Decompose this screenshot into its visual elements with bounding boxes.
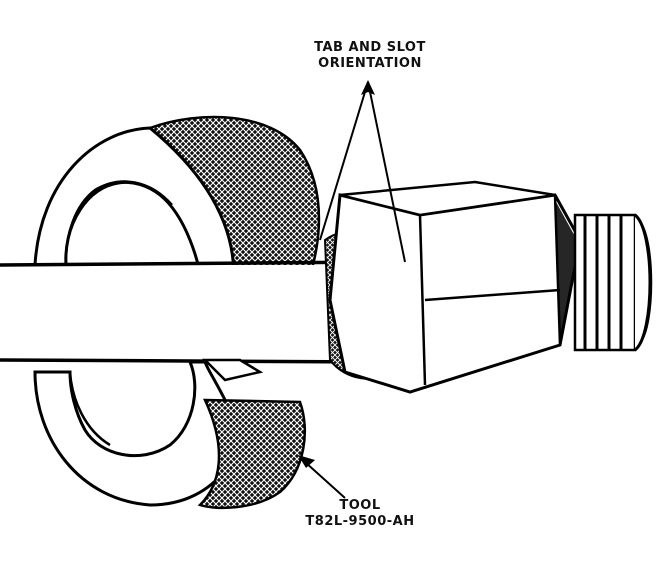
leader-lines — [298, 80, 406, 499]
callout-tool-line2: T82L-9500-AH — [305, 514, 415, 529]
tool-slot — [201, 358, 264, 382]
callout-tool-line1: TOOL — [339, 498, 381, 513]
tool-lower-half — [33, 358, 306, 510]
tool-knurled-band-lower — [197, 398, 306, 510]
tool-front-face-lower — [33, 360, 227, 507]
tool-upper-half — [33, 115, 321, 302]
callout-tab-and-slot-line2: ORIENTATION — [318, 56, 422, 71]
hex-nut — [328, 180, 582, 394]
callout-tab-and-slot-line1: TAB AND SLOT — [314, 40, 426, 55]
callout-tab-and-slot: TAB AND SLOT ORIENTATION — [290, 40, 450, 72]
callout-tool: TOOL T82L-9500-AH — [290, 498, 430, 530]
threaded-end — [573, 213, 653, 352]
